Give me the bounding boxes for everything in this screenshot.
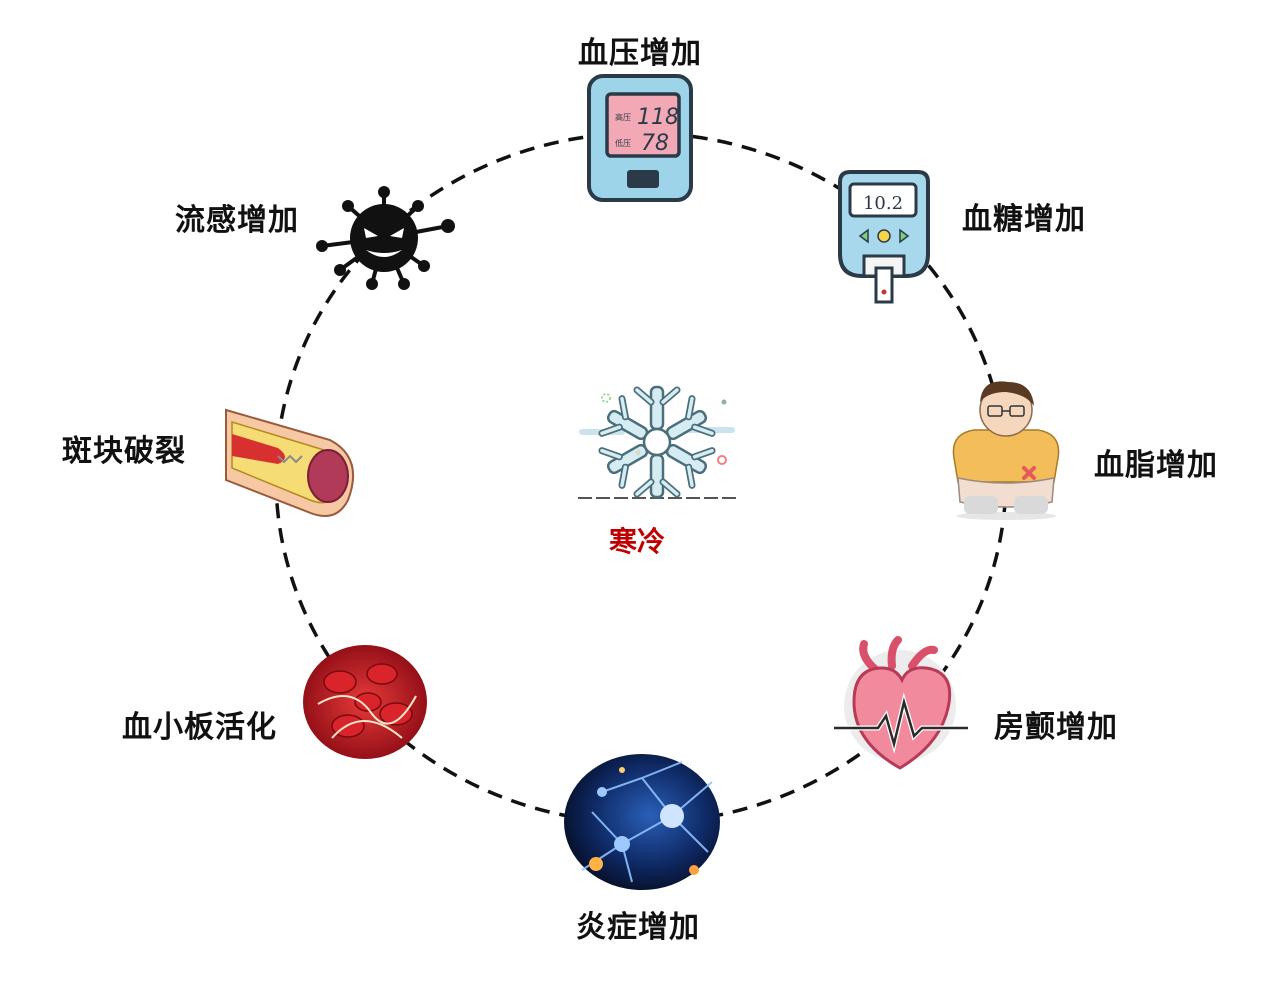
label-blood-lipid: 血脂增加 xyxy=(1094,448,1218,483)
label-blood-pressure: 血压增加 xyxy=(578,36,702,71)
bp-low-label: 低压 xyxy=(615,138,631,148)
bp-high-value: 118 xyxy=(637,105,679,130)
svg-text:✧: ✧ xyxy=(634,448,642,459)
bp-low-value: 78 xyxy=(641,131,669,156)
label-atrial-fibrillation: 房颤增加 xyxy=(994,710,1118,745)
center-label: 寒冷 xyxy=(609,525,666,558)
overweight-man-icon xyxy=(936,376,1076,522)
label-platelet: 血小板活化 xyxy=(122,710,277,745)
label-inflammation: 炎症增加 xyxy=(576,910,700,945)
snowflake-icon: ✧ xyxy=(572,380,742,505)
glucose-meter-icon: 10.2 xyxy=(836,168,932,306)
label-blood-sugar: 血糖增加 xyxy=(962,202,1086,237)
label-plaque: 斑块破裂 xyxy=(62,434,186,469)
blood-pressure-monitor-icon: 高压 118 低压 78 xyxy=(585,72,695,204)
heart-icon xyxy=(834,636,968,774)
glucose-reading: 10.2 xyxy=(863,193,903,214)
virus-icon xyxy=(312,184,460,294)
bp-high-label: 高压 xyxy=(615,112,631,122)
label-flu: 流感增加 xyxy=(175,203,299,238)
blood-cells-icon xyxy=(302,644,428,760)
neuron-network-icon xyxy=(562,752,722,892)
artery-plaque-icon xyxy=(218,400,362,524)
